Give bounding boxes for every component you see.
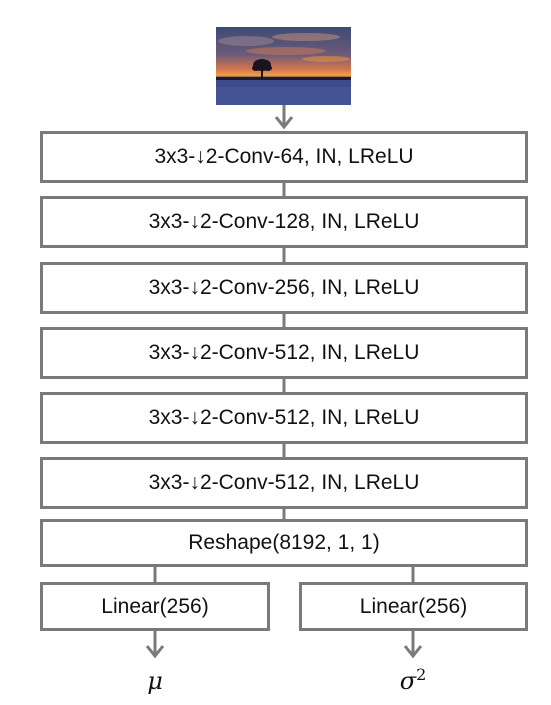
squared-superscript: 2 — [416, 665, 427, 684]
output-sigma-squared-label: σ2 — [383, 665, 443, 695]
conv-layer-5: 3x3-↓2-Conv-512, IN, LReLU — [40, 392, 528, 444]
conv-layer-6: 3x3-↓2-Conv-512, IN, LReLU — [40, 457, 528, 509]
input-image — [216, 27, 351, 105]
reshape-layer: Reshape(8192, 1, 1) — [40, 519, 528, 567]
conv-layer-4: 3x3-↓2-Conv-512, IN, LReLU — [40, 327, 528, 379]
conv-layer-3: 3x3-↓2-Conv-256, IN, LReLU — [40, 262, 528, 314]
mu-symbol: μ — [147, 667, 163, 695]
conv-layer-1: 3x3-↓2-Conv-64, IN, LReLU — [40, 131, 528, 183]
output-mu-label: μ — [125, 667, 185, 695]
sigma-symbol: σ — [399, 667, 417, 695]
linear-layer-mu: Linear(256) — [40, 582, 270, 631]
conv-layer-2: 3x3-↓2-Conv-128, IN, LReLU — [40, 196, 528, 248]
tree-icon — [252, 59, 272, 79]
linear-layer-sigma: Linear(256) — [299, 582, 528, 631]
